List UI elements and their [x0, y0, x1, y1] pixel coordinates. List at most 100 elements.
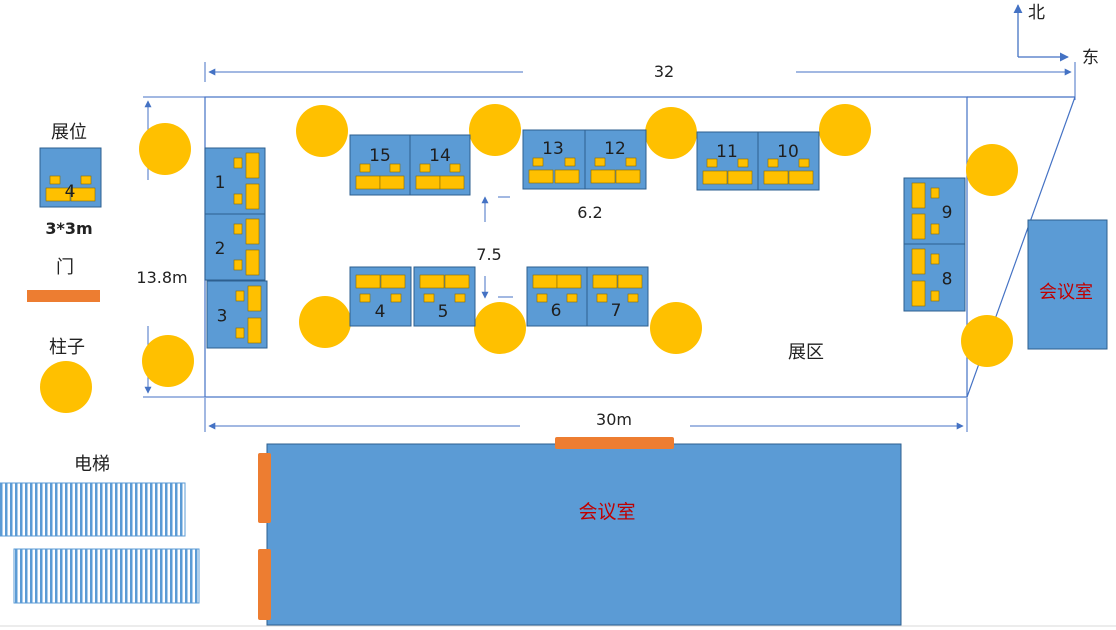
booth-table — [247, 317, 262, 344]
meeting-room-south-label: 会议室 — [578, 501, 635, 523]
booth-chair — [359, 163, 371, 173]
door-south-left-upper — [258, 453, 271, 523]
pillar-5 — [819, 104, 871, 156]
booth-chair — [625, 157, 637, 167]
legend-booth-sample: 4 — [39, 147, 102, 208]
booth-table — [379, 175, 405, 190]
booth-chair — [930, 253, 940, 265]
pillar-2 — [296, 105, 348, 157]
booth-12-number: 12 — [604, 139, 626, 159]
booth-9-number: 9 — [942, 203, 953, 223]
booth-chair — [930, 290, 940, 302]
booth-3-number: 3 — [217, 307, 228, 327]
dim-height: 13.8m — [136, 268, 187, 287]
booth-3: 3 — [206, 280, 268, 349]
door-south-top — [555, 437, 674, 449]
pillar-3 — [469, 104, 521, 156]
booth-chair — [449, 163, 461, 173]
booth-table — [617, 274, 643, 289]
booth-table — [763, 170, 789, 185]
booth-table — [911, 248, 926, 275]
booth-chair — [930, 223, 940, 235]
booth-table — [245, 152, 260, 179]
booth-14-number: 14 — [429, 146, 451, 166]
dim-gap-vertical: 7.5 — [476, 245, 501, 264]
dim-gap-horizontal: 6.2 — [577, 203, 602, 222]
legend-pillar-swatch — [40, 361, 92, 413]
booth-7-number: 7 — [611, 301, 622, 321]
meeting-room-east-rect — [1027, 219, 1108, 350]
booth-table — [727, 170, 753, 185]
booth-table — [554, 169, 580, 184]
booth-table — [911, 213, 926, 240]
booth-2: 2 — [204, 213, 266, 281]
booth-table — [355, 175, 381, 190]
legend: 展位 4 3*3m 门 柱子 — [27, 122, 102, 413]
booth-table — [590, 169, 616, 184]
booth-chair — [737, 158, 749, 168]
booth-table — [439, 175, 465, 190]
east-label: 东 — [1082, 48, 1099, 68]
booth-8-number: 8 — [942, 270, 953, 290]
booth-15-number: 15 — [369, 146, 391, 166]
pillar-1 — [139, 123, 191, 175]
booth-15: 15 — [349, 134, 411, 196]
booth-chair — [627, 293, 639, 303]
pillar-4 — [645, 107, 697, 159]
booth-table — [702, 170, 728, 185]
booth-table — [245, 249, 260, 276]
pillar-9 — [474, 302, 526, 354]
booth-chair — [454, 293, 466, 303]
booth-table — [45, 187, 71, 202]
booth-8: 8 — [903, 243, 966, 312]
meeting-room-east-label: 会议室 — [1039, 282, 1093, 303]
door-south-left-lower — [258, 549, 271, 620]
booth-1: 1 — [204, 147, 266, 215]
booth-table — [444, 274, 470, 289]
hall-label: 展区 — [788, 342, 824, 363]
booth-chair — [566, 293, 578, 303]
booth-6-number: 6 — [551, 301, 562, 321]
booth-chair — [419, 163, 431, 173]
legend-door-swatch — [27, 290, 100, 302]
booth-chair — [798, 158, 810, 168]
booth-chair — [235, 327, 245, 339]
booth-chair — [389, 163, 401, 173]
booth-10-number: 10 — [777, 142, 799, 162]
booth-chair — [235, 290, 245, 302]
meeting-room-east: 会议室 — [1027, 219, 1108, 350]
legend-booth-number: 4 — [65, 182, 76, 202]
dim-bottom-width: 30m — [596, 410, 632, 429]
pillars — [139, 104, 1018, 387]
pillar-10 — [650, 302, 702, 354]
dimension-left: 13.8m — [136, 96, 205, 398]
booth-chair — [233, 223, 243, 235]
booth-chair — [930, 187, 940, 199]
booth-chair — [594, 157, 606, 167]
dimension-top: 32 — [204, 62, 1076, 100]
booth-9: 9 — [903, 177, 966, 245]
legend-pillar-label: 柱子 — [49, 337, 85, 358]
booth-1-number: 1 — [215, 173, 226, 193]
booth-chair — [532, 157, 544, 167]
dimension-bottom: 30m — [204, 398, 968, 432]
booth-table — [70, 187, 96, 202]
booth-table — [415, 175, 441, 190]
elevator-2 — [13, 548, 200, 604]
booth-11-number: 11 — [716, 142, 738, 162]
booth-13: 13 — [522, 129, 586, 190]
booth-chair — [233, 193, 243, 205]
booth-12: 12 — [584, 129, 647, 190]
pillar-7 — [142, 335, 194, 387]
booth-chair — [596, 293, 608, 303]
booth-table — [355, 274, 381, 289]
north-label: 北 — [1028, 3, 1045, 23]
booth-chair — [423, 293, 435, 303]
booth-chair — [233, 259, 243, 271]
pillar-11 — [961, 315, 1013, 367]
booth-4: 4 — [349, 266, 412, 327]
booth-chair — [233, 157, 243, 169]
booth-13-number: 13 — [542, 139, 564, 159]
